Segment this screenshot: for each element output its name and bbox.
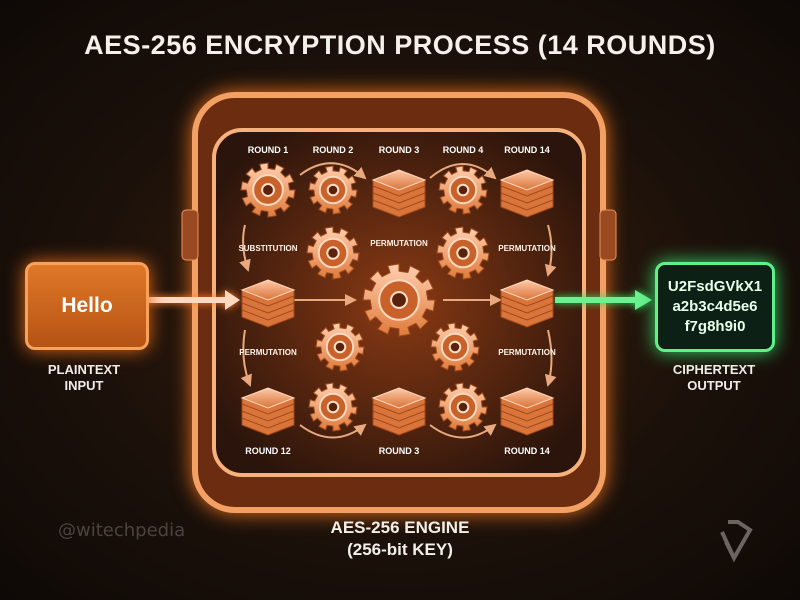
state-block-icon: [240, 279, 296, 328]
ciphertext-line: f7g8h9i0: [684, 318, 746, 335]
round-label-top-1: ROUND 1: [248, 145, 289, 155]
operation-label: PERMUTATION: [498, 244, 556, 253]
plaintext-caption-line2: INPUT: [64, 378, 104, 393]
plaintext-caption: PLAINTEXT INPUT: [25, 362, 143, 394]
state-block-icon: [371, 387, 427, 436]
operation-label: SUBSTITUTION: [238, 244, 297, 253]
gear-icon: [430, 322, 480, 372]
gear-icon: [362, 263, 436, 337]
round-label-top-5: ROUND 14: [504, 145, 550, 155]
plaintext-caption-line1: PLAINTEXT: [47, 362, 121, 377]
gear-icon: [306, 226, 360, 280]
state-block-icon: [499, 387, 555, 436]
state-block-icon: [499, 169, 555, 218]
engine-caption-line1: AES-256 ENGINE: [330, 518, 470, 537]
round-label-bottom-1: ROUND 12: [245, 446, 291, 456]
input-arrow: [145, 290, 240, 310]
gear-icon: [315, 322, 365, 372]
ciphertext-caption-line2: OUTPUT: [687, 378, 741, 393]
round-label-bottom-3: ROUND 14: [504, 446, 550, 456]
flow-arrows: [239, 162, 557, 439]
frame-bracket-left: [181, 209, 199, 261]
ciphertext-line: a2b3c4d5e6: [672, 298, 758, 315]
gear-icon: [436, 226, 490, 280]
page-title: AES-256 ENCRYPTION PROCESS (14 ROUNDS): [84, 30, 716, 60]
logo-icon: [720, 520, 753, 563]
state-block-icon: [499, 279, 555, 328]
ciphertext-output-box: U2FsdGVkX1 a2b3c4d5e6 f7g8h9i0: [655, 262, 775, 352]
gear-icon: [438, 382, 488, 432]
round-label-top-3: ROUND 3: [379, 145, 420, 155]
ciphertext-caption-line1: CIPHERTEXT: [672, 362, 756, 377]
plaintext-input-box: Hello: [25, 262, 149, 350]
ciphertext-line: U2FsdGVkX1: [667, 278, 763, 295]
operation-label: PERMUTATION: [370, 239, 428, 248]
watermark: @witechpedia: [58, 520, 186, 541]
round-label-bottom-2: ROUND 3: [379, 446, 420, 456]
gear-icon: [438, 165, 488, 215]
gear-icon: [308, 382, 358, 432]
operation-label: PERMUTATION: [239, 348, 297, 357]
engine-caption: AES-256 ENGINE (256-bit KEY): [0, 517, 800, 561]
operation-label: PERMUTATION: [498, 348, 556, 357]
ciphertext-caption: CIPHERTEXT OUTPUT: [655, 362, 773, 394]
state-block-icon: [240, 387, 296, 436]
frame-bracket-right: [599, 209, 617, 261]
state-block-icon: [371, 169, 427, 218]
output-arrow: [555, 290, 652, 310]
round-label-top-2: ROUND 2: [313, 145, 354, 155]
round-label-top-4: ROUND 4: [443, 145, 484, 155]
gear-icon: [308, 165, 358, 215]
gear-icon: [240, 162, 296, 218]
engine-caption-line2: (256-bit KEY): [347, 540, 453, 559]
